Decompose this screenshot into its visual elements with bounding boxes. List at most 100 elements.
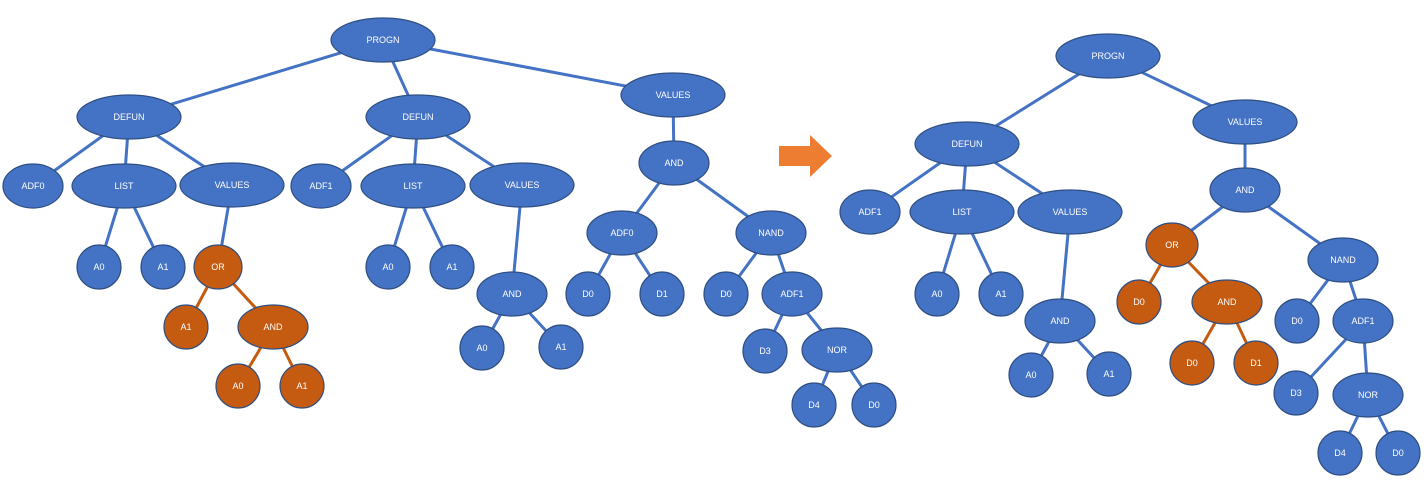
node-label: NAND — [1330, 255, 1356, 265]
node-ellipse — [801, 327, 873, 373]
node-ellipse — [1332, 298, 1394, 344]
node-ellipse — [163, 304, 209, 350]
tree-node: NAND — [1307, 237, 1379, 283]
node-ellipse — [1008, 352, 1054, 398]
tree-node: LIST — [71, 163, 177, 209]
tree-node: OR — [1145, 222, 1199, 268]
node-ellipse — [365, 94, 471, 140]
node-ellipse — [330, 17, 436, 63]
tree-node: D0 — [851, 382, 897, 428]
node-ellipse — [215, 363, 261, 409]
node-label: A1 — [157, 262, 168, 272]
node-label: AND — [1235, 185, 1255, 195]
node-ellipse — [1191, 279, 1263, 325]
node-label: ADF1 — [780, 289, 803, 299]
node-ellipse — [1317, 430, 1363, 476]
node-label: NOR — [827, 345, 848, 355]
node-label: D0 — [720, 289, 732, 299]
tree-node: D0 — [1169, 340, 1215, 386]
tree-node: DEFUN — [365, 94, 471, 140]
node-label: ADF1 — [309, 181, 332, 191]
node-label: AND — [263, 322, 283, 332]
node-label: VALUES — [215, 180, 250, 190]
node-label: D0 — [1392, 448, 1404, 458]
tree-node: D0 — [1274, 298, 1320, 344]
tree-node: D4 — [1317, 430, 1363, 476]
tree-node: AND — [1209, 167, 1281, 213]
node-label: NOR — [1358, 390, 1379, 400]
tree-node: VALUES — [1192, 99, 1298, 145]
node-label: LIST — [114, 181, 134, 191]
node-label: D1 — [1250, 358, 1262, 368]
node-label: VALUES — [505, 180, 540, 190]
tree-node: DEFUN — [76, 94, 182, 140]
tree-node: PROGN — [1055, 33, 1161, 79]
tree-node: D1 — [1233, 340, 1279, 386]
node-label: D3 — [759, 346, 771, 356]
node-ellipse — [76, 94, 182, 140]
tree-node: NOR — [801, 327, 873, 373]
tree-node: A0 — [365, 244, 411, 290]
node-label: D0 — [1291, 316, 1303, 326]
node-label: D0 — [582, 289, 594, 299]
tree-node: D3 — [1273, 370, 1319, 416]
right-arrow-icon — [779, 135, 832, 177]
tree-node: LIST — [360, 163, 466, 209]
node-ellipse — [586, 210, 658, 256]
tree-node: LIST — [909, 189, 1015, 235]
node-label: LIST — [403, 181, 423, 191]
tree-node: ADF1 — [839, 189, 901, 235]
node-label: VALUES — [1053, 207, 1088, 217]
tree-node: D0 — [565, 271, 611, 317]
node-label: A1 — [296, 381, 307, 391]
node-label: D4 — [1334, 448, 1346, 458]
node-ellipse — [978, 271, 1024, 317]
node-ellipse — [914, 271, 960, 317]
tree-node: AND — [1024, 298, 1096, 344]
node-ellipse — [703, 271, 749, 317]
node-ellipse — [638, 140, 710, 186]
node-label: A0 — [931, 289, 942, 299]
node-label: ADF1 — [858, 207, 881, 217]
node-label: PROGN — [366, 35, 399, 45]
node-label: OR — [1165, 240, 1179, 250]
node-ellipse — [1024, 298, 1096, 344]
node-label: A1 — [1103, 369, 1114, 379]
node-label: D3 — [1290, 388, 1302, 398]
tree-node: VALUES — [179, 162, 285, 208]
node-ellipse — [1017, 189, 1123, 235]
node-label: ADF1 — [1351, 316, 1374, 326]
node-label: DEFUN — [114, 112, 145, 122]
node-label: A0 — [232, 381, 243, 391]
node-ellipse — [279, 363, 325, 409]
node-label: A0 — [1025, 370, 1036, 380]
node-ellipse — [76, 244, 122, 290]
node-ellipse — [1233, 340, 1279, 386]
node-ellipse — [1332, 372, 1404, 418]
node-ellipse — [290, 163, 352, 209]
tree-node: ADF1 — [290, 163, 352, 209]
node-ellipse — [71, 163, 177, 209]
tree-node: A1 — [538, 324, 584, 370]
node-label: D0 — [1186, 358, 1198, 368]
node-ellipse — [1274, 298, 1320, 344]
node-label: AND — [502, 289, 522, 299]
node-label: NAND — [758, 228, 784, 238]
node-ellipse — [742, 328, 788, 374]
tree-node: D3 — [742, 328, 788, 374]
node-label: PROGN — [1091, 51, 1124, 61]
node-ellipse — [360, 163, 466, 209]
node-label: D0 — [868, 400, 880, 410]
node-label: VALUES — [656, 90, 691, 100]
node-ellipse — [1145, 222, 1199, 268]
tree-node: AND — [476, 271, 548, 317]
node-ellipse — [1169, 340, 1215, 386]
node-ellipse — [761, 271, 823, 317]
node-ellipse — [1273, 370, 1319, 416]
tree-node: AND — [1191, 279, 1263, 325]
node-ellipse — [620, 72, 726, 118]
node-ellipse — [1307, 237, 1379, 283]
node-label: LIST — [952, 207, 972, 217]
node-label: DEFUN — [952, 139, 983, 149]
